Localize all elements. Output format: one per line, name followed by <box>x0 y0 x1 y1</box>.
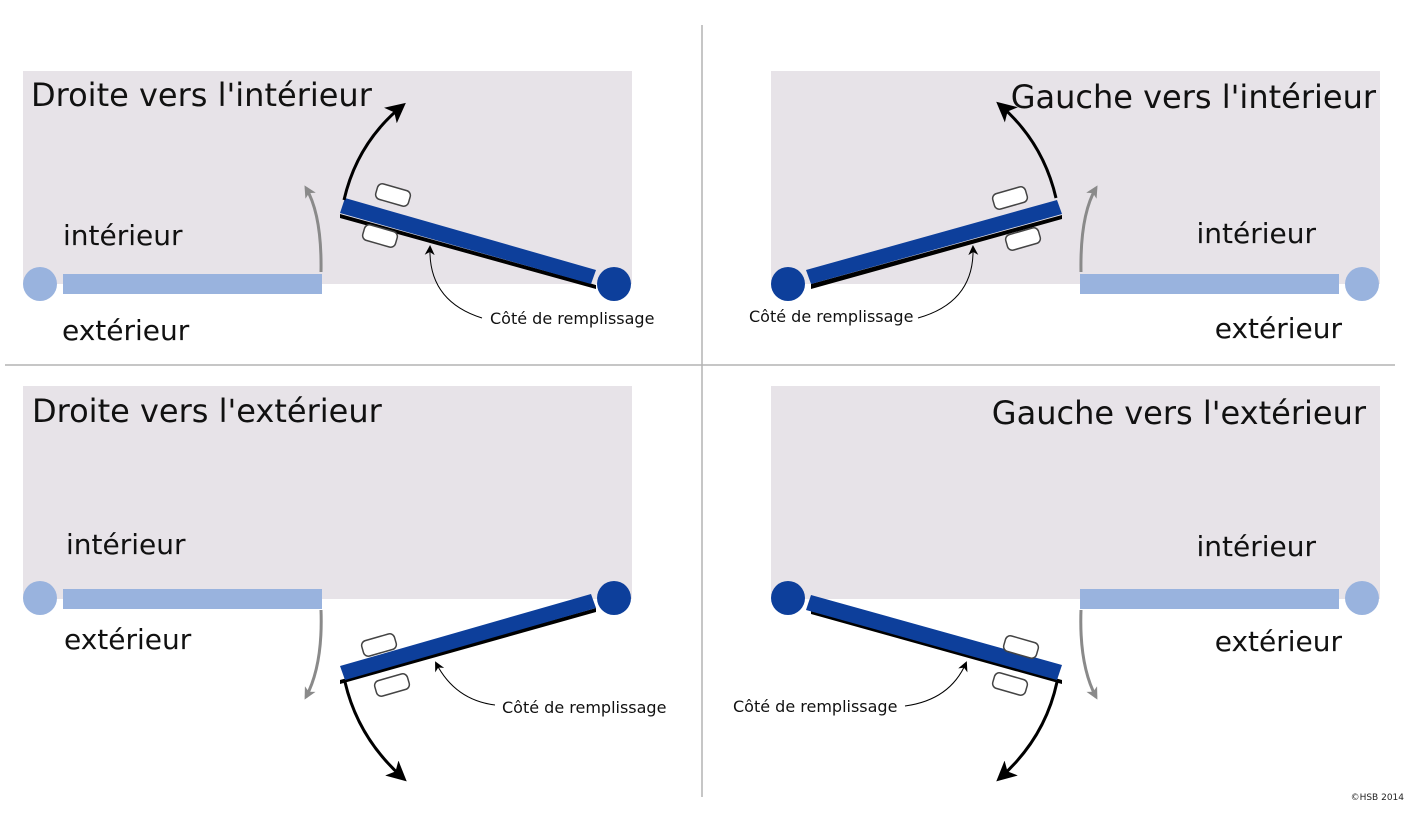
wall-bar <box>63 589 322 609</box>
door-edge-line <box>340 214 596 289</box>
panel-droite-interieur: Droite vers l'intérieur intérieur extéri… <box>23 71 654 347</box>
interior-room-area <box>771 386 1380 599</box>
panel-title: Droite vers l'intérieur <box>31 76 373 114</box>
panel-droite-exterieur: Droite vers l'extérieur intérieur extéri… <box>23 386 666 782</box>
interior-room-area <box>23 386 632 599</box>
handle-icon <box>360 633 411 697</box>
fill-side-label: Côté de remplissage <box>749 307 913 326</box>
interior-label: intérieur <box>66 528 186 561</box>
door-edge-line <box>811 215 1062 289</box>
exterior-label: extérieur <box>1215 312 1343 345</box>
panel-gauche-interieur: Gauche vers l'intérieur intérieur extéri… <box>749 71 1380 345</box>
door-leaf <box>806 595 1062 680</box>
interior-room-area <box>23 71 632 284</box>
swing-arrow-light <box>304 185 323 273</box>
panel-title: Gauche vers l'intérieur <box>1011 78 1377 116</box>
fill-side-label: Côté de remplissage <box>733 697 897 716</box>
swing-arrow-dark <box>996 681 1059 782</box>
swing-arrow-light <box>1079 185 1098 273</box>
hinge-dark <box>597 581 631 615</box>
handle-icon <box>991 635 1040 696</box>
door-leaf <box>806 200 1062 284</box>
wall-hinge-light <box>23 267 57 301</box>
handle-icon <box>361 183 412 248</box>
wall-hinge-light <box>23 581 57 615</box>
fill-side-pointer <box>435 661 496 706</box>
swing-arrow-light <box>304 609 323 700</box>
interior-label: intérieur <box>1196 530 1316 563</box>
wall-bar <box>63 274 322 294</box>
exterior-label: extérieur <box>62 314 190 347</box>
fill-side-label: Côté de remplissage <box>490 309 654 328</box>
fill-side-pointer <box>904 661 968 707</box>
panel-title: Gauche vers l'extérieur <box>992 394 1367 432</box>
interior-label: intérieur <box>1196 217 1316 250</box>
door-leaf <box>340 198 596 284</box>
handle-icon <box>991 186 1042 251</box>
interior-label: intérieur <box>63 219 183 252</box>
interior-room-area <box>771 71 1380 284</box>
hinge-dark <box>771 267 805 301</box>
panel-title: Droite vers l'extérieur <box>32 392 383 430</box>
wall-bar <box>1080 274 1339 294</box>
fill-side-pointer <box>917 245 979 319</box>
exterior-label: extérieur <box>1215 625 1343 658</box>
exterior-label: extérieur <box>64 623 192 656</box>
door-edge-line <box>340 608 596 684</box>
fill-side-pointer <box>424 245 483 319</box>
copyright-text: ©HSB 2014 <box>1351 793 1405 803</box>
hinge-dark <box>597 267 631 301</box>
swing-arrow-dark <box>996 101 1058 199</box>
swing-arrow-dark <box>342 102 406 201</box>
wall-bar <box>1080 589 1339 609</box>
wall-hinge-light <box>1345 581 1379 615</box>
wall-hinge-light <box>1345 267 1379 301</box>
swing-arrow-dark <box>343 681 407 782</box>
hinge-dark <box>771 581 805 615</box>
panel-gauche-exterieur: Gauche vers l'extérieur intérieur extéri… <box>733 386 1380 782</box>
door-leaf <box>340 594 596 680</box>
fill-side-label: Côté de remplissage <box>502 698 666 717</box>
swing-arrow-light <box>1079 609 1098 700</box>
